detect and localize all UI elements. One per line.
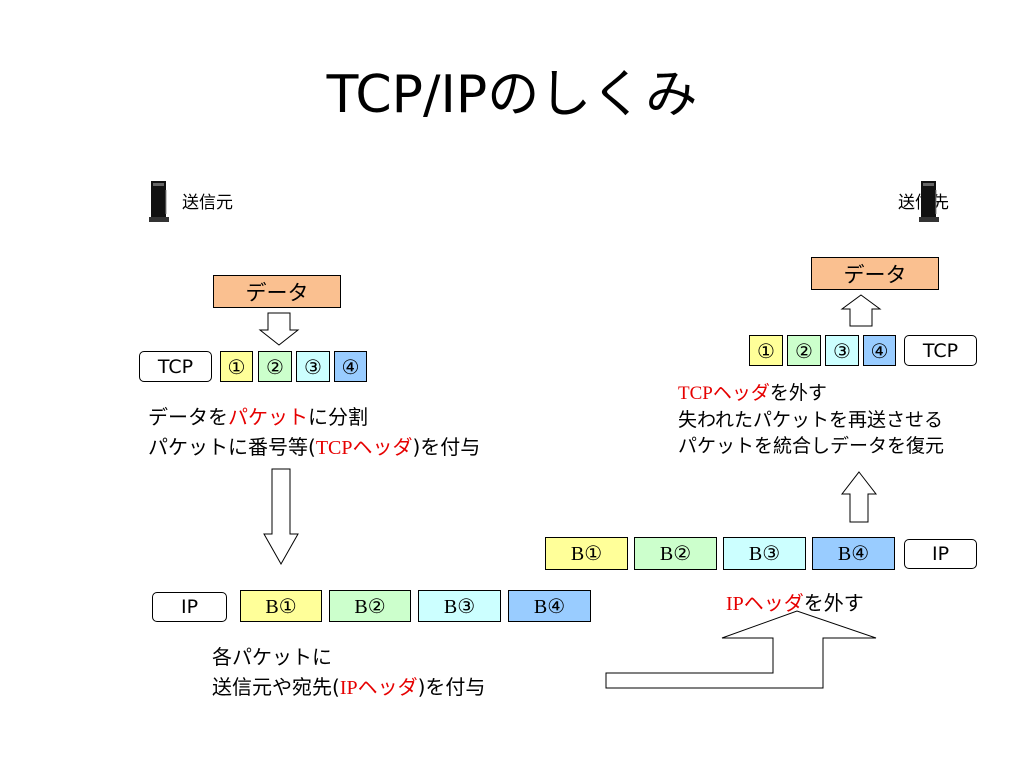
- sender-data-box: データ: [213, 275, 341, 308]
- tcp-header-box: TCP: [139, 351, 212, 382]
- received-tcp-header-box: TCP: [904, 335, 977, 366]
- transfer-arrow-icon: [605, 610, 877, 689]
- sender-computer-icon: [149, 181, 169, 222]
- reassemble-description: TCPヘッダを外す 失われたパケットを再送させる パケットを統合しデータを復元: [678, 380, 944, 459]
- down-arrow-icon: [263, 468, 299, 566]
- segment-2: ②: [258, 351, 292, 382]
- received-segment-2: ②: [787, 335, 821, 366]
- page-title: TCP/IPのしくみ: [326, 65, 698, 125]
- packet-2: B②: [329, 590, 411, 622]
- received-segment-3: ③: [825, 335, 859, 366]
- received-packet-2: B②: [634, 537, 717, 570]
- ip-description-line1: 各パケットに: [212, 645, 332, 669]
- reassemble-description-line2: 失われたパケットを再送させる: [678, 409, 944, 431]
- ip-description: 各パケットに 送信元や宛先(IPヘッダ)を付与: [212, 642, 485, 703]
- received-packet-4: B④: [812, 537, 895, 570]
- received-segment-4: ④: [863, 335, 896, 366]
- receiver-computer-icon: [919, 181, 939, 222]
- segment-3: ③: [296, 351, 330, 382]
- receiver-data-box: データ: [811, 257, 939, 290]
- received-segment-1: ①: [749, 335, 783, 366]
- received-packet-3: B③: [723, 537, 806, 570]
- received-packet-1: B①: [545, 537, 628, 570]
- split-description-line2: パケットに番号等(TCPヘッダ)を付与: [148, 435, 481, 459]
- up-arrow-icon: [840, 471, 878, 523]
- packet-3: B③: [418, 590, 501, 622]
- reassemble-up-arrow-icon: [840, 294, 882, 327]
- ip-remove-text: IPヘッダを外す: [726, 591, 864, 615]
- packet-4: B④: [508, 590, 591, 622]
- split-description-line1: データをパケットに分割: [148, 405, 368, 429]
- received-ip-header-box: IP: [904, 539, 977, 569]
- segment-1: ①: [220, 351, 253, 382]
- ip-header-box: IP: [152, 592, 227, 622]
- ip-description-line2: 送信元や宛先(IPヘッダ)を付与: [212, 675, 486, 699]
- reassemble-description-line1: TCPヘッダを外す: [678, 382, 827, 404]
- packet-1: B①: [240, 590, 322, 622]
- segment-4: ④: [334, 351, 367, 382]
- split-down-arrow-icon: [258, 312, 300, 346]
- reassemble-description-line3: パケットを統合しデータを復元: [678, 435, 945, 457]
- sender-label: 送信元: [182, 193, 233, 213]
- split-description: データをパケットに分割 パケットに番号等(TCPヘッダ)を付与: [148, 402, 480, 463]
